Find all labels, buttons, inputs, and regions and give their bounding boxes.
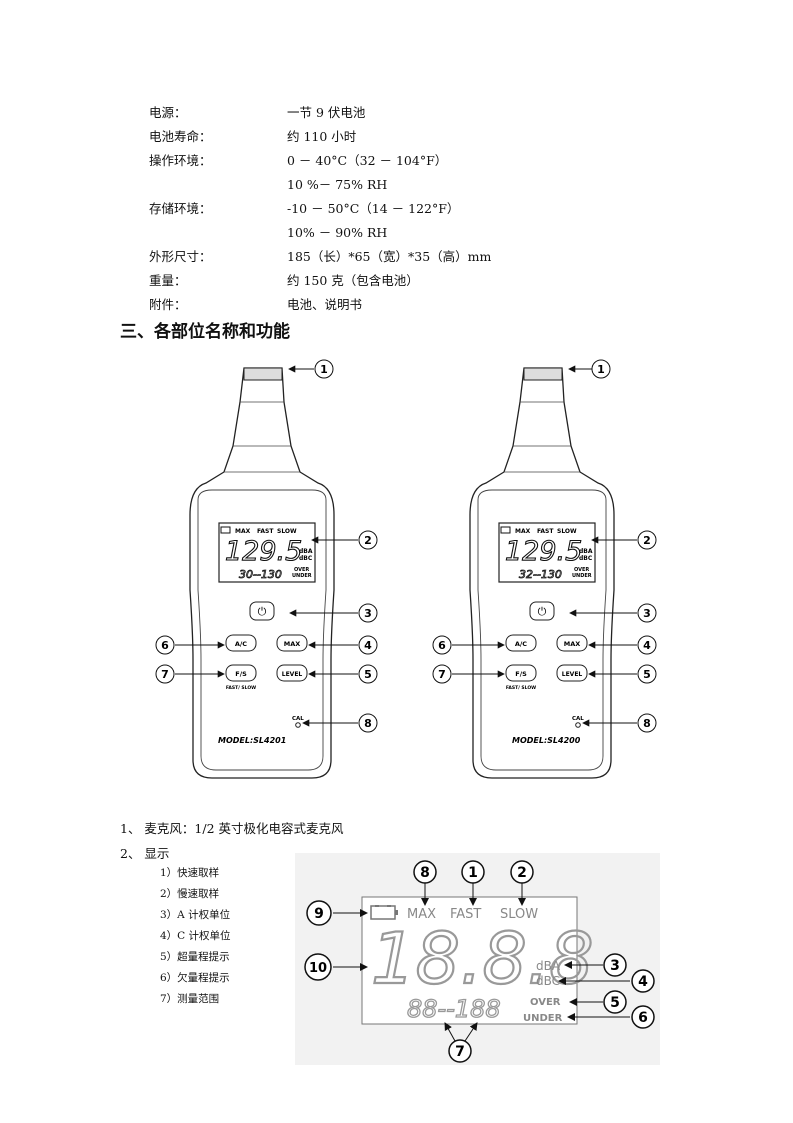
meter-1-lcd: MAX FAST SLOW 129.5 dBA dBC 30--130 OVER… (218, 522, 316, 583)
lcd-detail-dba: dBA (536, 959, 561, 973)
lcd-dba: dBA (299, 548, 313, 555)
callout-6: 6 (438, 639, 446, 652)
lcd-reading: 129.5 (505, 536, 582, 567)
display-item: 6）欠量程提示 (160, 972, 230, 984)
lcd-under: UNDER (572, 573, 592, 579)
fs-button-label: F/S (235, 670, 247, 678)
display-item: 7）测量范围 (160, 993, 220, 1005)
lcd-callout-2: 2 (517, 865, 527, 881)
ac-button[interactable] (505, 634, 537, 652)
level-button-label: LEVEL (282, 671, 303, 678)
lcd-dbc: dBC (579, 555, 593, 562)
max-button[interactable] (276, 634, 308, 652)
ac-button-label: A/C (235, 640, 247, 648)
meter-sl4200: MAX FAST SLOW 129.5 dBA dBC 32--130 OVER… (432, 359, 657, 779)
callout-4: 4 (364, 639, 372, 652)
ac-button-label: A/C (515, 640, 527, 648)
lcd-range: 32--130 (519, 568, 562, 581)
lcd-detail-slow: SLOW (500, 907, 538, 922)
callout-7: 7 (438, 668, 446, 681)
callout-5: 5 (643, 668, 651, 681)
display-item: 5）超量程提示 (160, 951, 230, 963)
item-1: 1、 麦克风：1/2 英寸极化电容式麦克风 (120, 821, 344, 836)
lcd-detail-digits: 18.8.8 (371, 918, 594, 1000)
max-button-label: MAX (564, 640, 581, 648)
lcd-fast: FAST (257, 528, 274, 535)
level-button[interactable] (276, 664, 308, 682)
lcd-detail-dbc: dBC (536, 974, 560, 988)
lcd-detail-figure: MAX FAST SLOW 18.8.8 dBA dBC 88--188 OVE… (295, 853, 660, 1065)
cal-label: CAL (292, 716, 304, 722)
display-item: 2）慢速取样 (160, 888, 220, 900)
lcd-callout-7: 7 (455, 1044, 465, 1060)
callout-2: 2 (643, 534, 651, 547)
meters-figure: MAX FAST SLOW 129.5 dBA dBC 30--130 OVER… (155, 359, 657, 779)
lcd-detail-over: OVER (530, 997, 561, 1008)
fs-sub-label: FAST/ SLOW (506, 685, 536, 691)
lcd-callout-9: 9 (314, 906, 324, 922)
display-item: 3）A 计权单位 (160, 909, 231, 921)
power-icon: ⏻ (538, 605, 547, 618)
power-button[interactable] (249, 601, 275, 621)
callout-1: 1 (597, 363, 605, 376)
battery-icon (370, 905, 398, 920)
model-label: MODEL:SL4200 (512, 736, 581, 745)
lcd-fast: FAST (537, 528, 554, 535)
callout-8: 8 (364, 717, 372, 730)
item-2: 2、 显示 (120, 846, 170, 861)
max-button[interactable] (556, 634, 588, 652)
lcd-slow: SLOW (277, 528, 297, 535)
cal-label: CAL (572, 716, 584, 722)
lcd-callout-6: 6 (638, 1010, 648, 1026)
callout-7: 7 (161, 668, 169, 681)
cal-hole (295, 722, 301, 728)
level-button[interactable] (556, 664, 588, 682)
lcd-over: OVER (294, 567, 309, 573)
lcd-callout-3: 3 (610, 958, 620, 974)
power-button[interactable] (529, 601, 555, 621)
callout-3: 3 (364, 607, 372, 620)
lcd-over: OVER (574, 567, 589, 573)
lcd-callout-5: 5 (610, 995, 620, 1011)
cal-hole (575, 722, 581, 728)
model-label: MODEL:SL4201 (218, 736, 286, 745)
display-item: 1）快速取样 (160, 867, 220, 879)
lcd-callout-10: 10 (309, 961, 327, 976)
lcd-max: MAX (515, 528, 531, 535)
meter-2-lcd: MAX FAST SLOW 129.5 dBA dBC 32--130 OVER… (498, 522, 596, 583)
meter-sl4201: MAX FAST SLOW 129.5 dBA dBC 30--130 OVER… (155, 359, 378, 779)
level-button-label: LEVEL (562, 671, 583, 678)
fs-button-label: F/S (515, 670, 527, 678)
power-icon: ⏻ (258, 605, 267, 618)
lcd-detail-max: MAX (407, 907, 436, 922)
lcd-callout-4: 4 (638, 974, 648, 990)
lcd-reading: 129.5 (225, 536, 302, 567)
callout-4: 4 (643, 639, 651, 652)
lcd-dba: dBA (579, 548, 593, 555)
ac-button[interactable] (225, 634, 257, 652)
display-item: 4）C 计权单位 (160, 930, 231, 942)
fs-button[interactable] (505, 664, 537, 682)
section-title: 三、各部位名称和功能 (120, 322, 290, 342)
lcd-detail-under: UNDER (523, 1013, 563, 1024)
fs-sub-label: FAST/ SLOW (226, 685, 256, 691)
lcd-under: UNDER (292, 573, 312, 579)
lcd-max: MAX (235, 528, 251, 535)
lcd-detail-fast: FAST (450, 907, 481, 922)
max-button-label: MAX (284, 640, 301, 648)
lcd-callout-1: 1 (468, 865, 478, 881)
callout-8: 8 (643, 717, 651, 730)
lcd-callout-8: 8 (420, 865, 430, 881)
callout-6: 6 (161, 639, 169, 652)
lcd-range: 30--130 (239, 568, 282, 581)
callout-3: 3 (643, 607, 651, 620)
fs-button[interactable] (225, 664, 257, 682)
lcd-dbc: dBC (299, 555, 313, 562)
lcd-slow: SLOW (557, 528, 577, 535)
lcd-detail-range: 88--188 (407, 995, 501, 1023)
callout-1: 1 (320, 363, 328, 376)
callout-5: 5 (364, 668, 372, 681)
callout-2: 2 (364, 534, 372, 547)
